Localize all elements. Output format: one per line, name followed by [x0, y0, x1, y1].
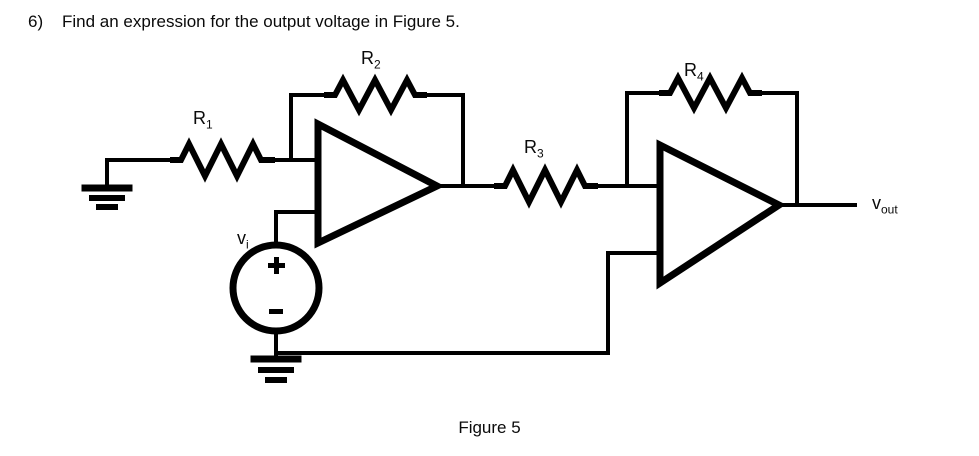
- question-number: 6): [28, 12, 44, 31]
- label-r4: R4: [684, 60, 704, 84]
- resistor-r2-zigzag: [324, 73, 427, 117]
- resistor-r1: [170, 137, 275, 183]
- resistor-r3: [494, 163, 598, 209]
- resistor-r4: [625, 71, 799, 207]
- label-vi: vi: [237, 228, 249, 252]
- wire-r4-right-leg: [757, 91, 799, 207]
- question-text: Find an expression for the output voltag…: [62, 12, 460, 31]
- minus-icon: [269, 309, 283, 314]
- figure-caption: Figure 5: [458, 418, 521, 437]
- voltage-source-vi: [229, 241, 323, 359]
- resistor-r2: [289, 73, 465, 188]
- wire-r2-right-leg: [422, 93, 465, 188]
- label-vout: vout: [872, 193, 898, 217]
- ground-bottom-symbol: [250, 355, 302, 383]
- wire-r2-left-leg: [289, 93, 329, 162]
- wire-source-to-opamp1-noninv: [274, 210, 320, 247]
- label-r1: R1: [193, 108, 213, 132]
- source-polarity: [268, 257, 285, 314]
- opamp-2: [656, 139, 786, 290]
- opamp-1: [314, 118, 445, 249]
- wire-ground-horizontal: [105, 158, 175, 163]
- wire-r4-left-leg: [625, 91, 664, 188]
- plus-icon: [268, 257, 285, 274]
- label-r3: R3: [524, 137, 544, 161]
- resistor-r4-zigzag: [659, 71, 762, 115]
- wire-ground-to-opamp2-noninv: [274, 251, 662, 355]
- label-r2: R2: [361, 48, 381, 72]
